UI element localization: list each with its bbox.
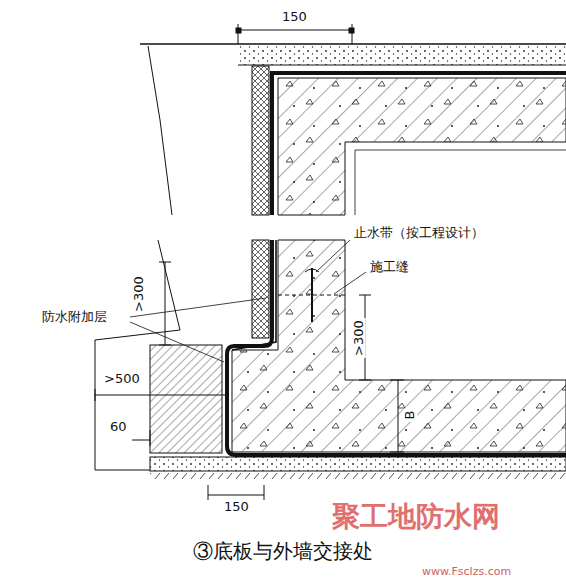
dimension-label: >300 — [352, 318, 366, 358]
dimension-label: 60 — [108, 420, 129, 434]
dimension-label: >300 — [132, 274, 146, 314]
dimension-label: 150 — [280, 10, 309, 24]
watermark: 聚工地防水网 — [330, 502, 502, 533]
note-label: 防水附加层 — [40, 310, 109, 324]
note-label: 施工缝 — [368, 260, 411, 274]
watermark: www.Fsclzs.com — [420, 566, 513, 578]
dimension-label: >500 — [102, 372, 142, 386]
dimension-label: 150 — [222, 500, 251, 514]
dimension-label: B — [403, 409, 417, 422]
note-label: 止水带（按工程设计） — [352, 226, 486, 240]
caption: ③底板与外墙交接处 — [0, 538, 566, 565]
